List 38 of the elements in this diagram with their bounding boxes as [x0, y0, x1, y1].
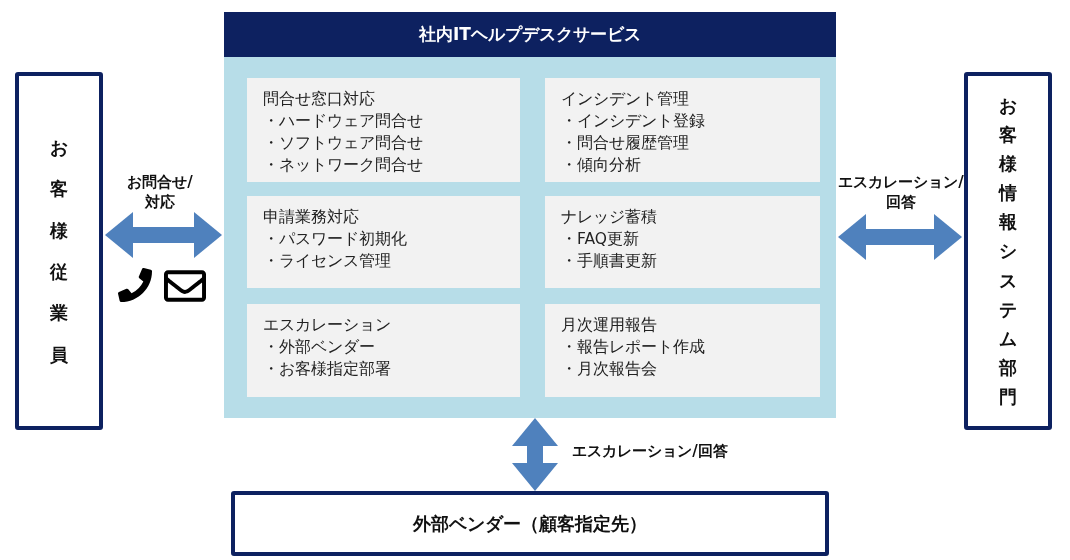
bullet-item: ・報告レポート作成 [561, 337, 706, 358]
service-panel [224, 12, 836, 418]
double-arrow [838, 214, 962, 260]
card-heading: 問合せ窓口対応 [263, 89, 376, 110]
box-label: お客様情報システム部門 [999, 93, 1017, 410]
card-heading: エスカレーション [263, 315, 392, 336]
department-box [15, 72, 103, 430]
bullet-item: ・ソフトウェア問合せ [263, 133, 424, 154]
service-card [247, 196, 520, 288]
bullet-item: ・問合せ履歴管理 [561, 133, 690, 154]
card-heading: 月次運用報告 [561, 315, 658, 336]
card-heading: インシデント管理 [561, 89, 690, 110]
card-heading: ナレッジ蓄積 [561, 207, 658, 228]
card-heading: 申請業務対応 [263, 207, 360, 228]
bullet-item: ・パスワード初期化 [263, 229, 408, 250]
service-card [545, 78, 820, 182]
bullet-item: ・手順書更新 [561, 251, 658, 272]
double-arrow [105, 212, 222, 258]
box-label: 外部ベンダー（顧客指定先） [413, 511, 647, 536]
bullet-item: ・傾向分析 [561, 155, 642, 176]
service-card [247, 78, 520, 182]
bullet-item: ・FAQ更新 [561, 229, 641, 250]
bullet-item: ・インシデント登録 [561, 111, 706, 132]
edge-label: エスカレーション/回答 [838, 172, 964, 212]
bullet-item: ・月次報告会 [561, 359, 658, 380]
department-box [964, 72, 1052, 430]
double-arrow [512, 418, 558, 491]
bullet-item: ・お客様指定部署 [263, 359, 392, 380]
bullet-item: ・ネットワーク問合せ [263, 155, 424, 176]
bullet-item: ・外部ベンダー [263, 337, 376, 358]
bullet-item: ・ライセンス管理 [263, 251, 392, 272]
vendor-box [231, 491, 829, 556]
service-card [247, 304, 520, 397]
service-card [545, 304, 820, 397]
title-band: 社内ITヘルプデスクサービス [224, 12, 836, 57]
service-card [545, 196, 820, 288]
bullet-item: ・ハードウェア問合せ [263, 111, 424, 132]
box-label: お客様従業員 [50, 135, 68, 367]
